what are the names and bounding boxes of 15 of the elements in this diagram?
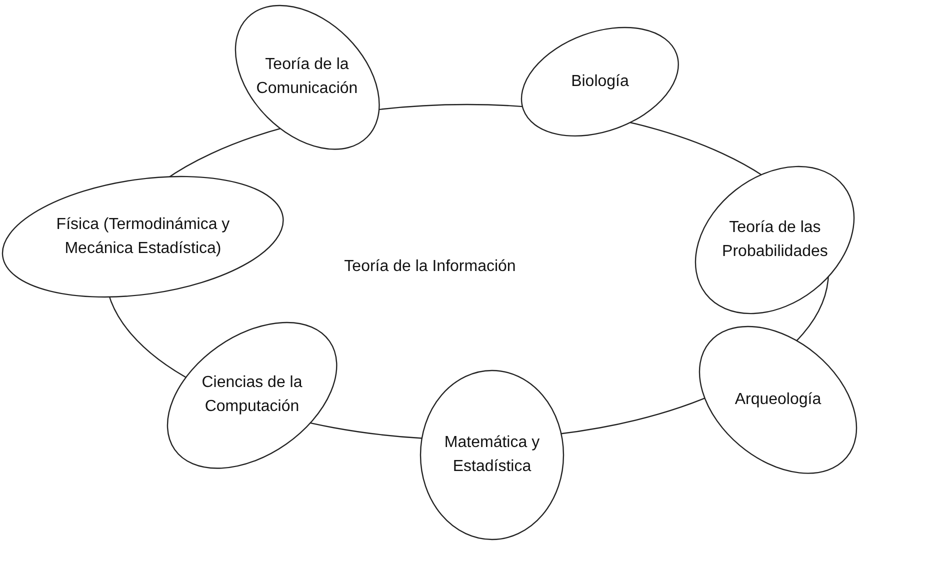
ellipse-node [2, 176, 284, 298]
node-label: Teoría de las Probabilidades [721, 218, 829, 262]
ellipse-node [234, 4, 380, 150]
ellipse-node [166, 322, 338, 468]
ellipse-node [695, 166, 855, 314]
node-label: Matemática y Estadística [443, 433, 541, 477]
node-label: Ciencias de la Computación [200, 372, 304, 417]
node-label: Biología [570, 72, 630, 92]
ellipse-node [521, 27, 679, 137]
node-label: Física (Termodinámica y Mecánica Estadística) [55, 214, 231, 259]
ellipse-node [420, 370, 564, 540]
ellipse-node [699, 326, 857, 474]
node-label: Arqueología [734, 390, 822, 410]
node-label: Teoría de la Información [343, 257, 517, 277]
node-label: Teoría de la Comunicación [255, 54, 359, 99]
